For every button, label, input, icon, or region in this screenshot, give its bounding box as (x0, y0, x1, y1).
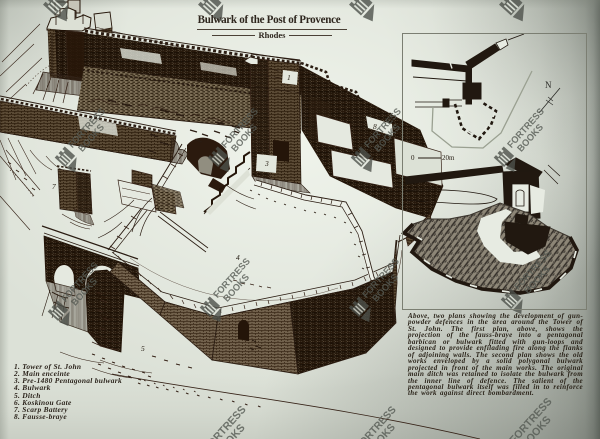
svg-text:20m: 20m (442, 154, 455, 162)
svg-text:7: 7 (52, 182, 56, 191)
svg-text:5: 5 (141, 344, 145, 353)
svg-text:N: N (545, 80, 552, 90)
svg-text:3: 3 (264, 159, 269, 168)
svg-text:4: 4 (236, 253, 240, 262)
svg-text:8: 8 (373, 122, 377, 131)
svg-text:6: 6 (158, 204, 162, 213)
svg-text:0: 0 (411, 154, 415, 162)
svg-text:1: 1 (287, 73, 291, 82)
